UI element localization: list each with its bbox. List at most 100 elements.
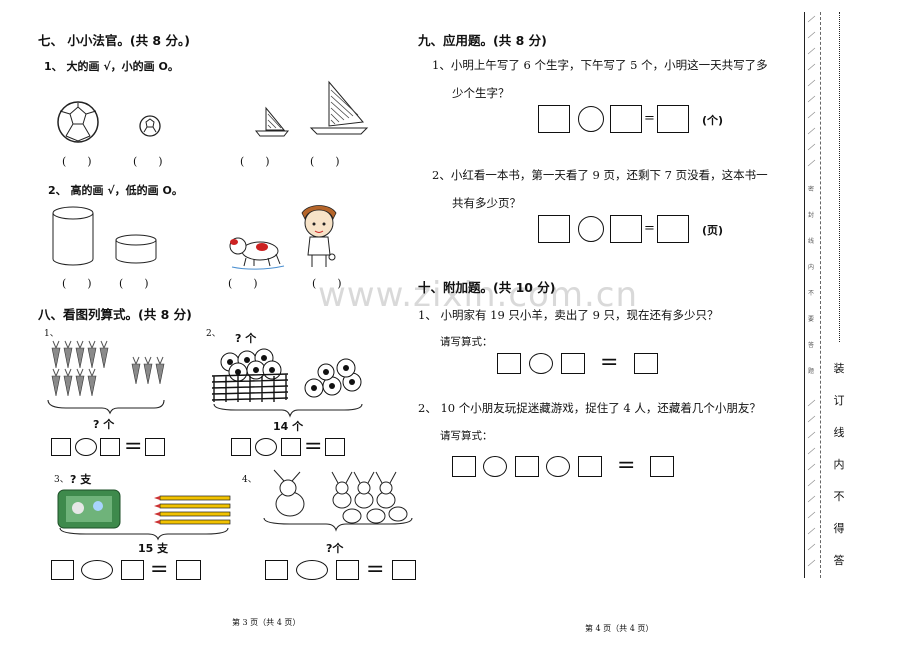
s8-q2-box-1[interactable] — [231, 438, 251, 456]
answer-paren-4[interactable]: ( ) — [310, 155, 340, 168]
answer-paren-6[interactable]: ( ) — [119, 277, 149, 290]
s9-q1-line2: 少个生字？ — [452, 86, 510, 100]
s8-q3-box-3[interactable] — [176, 560, 201, 580]
binding-small-char-7: 答 — [807, 342, 814, 349]
balls-basket-image — [211, 348, 363, 418]
s9-q2-operator-circle[interactable] — [578, 216, 604, 242]
s8-q2-number: 2、 — [206, 329, 221, 339]
s10-q2-operator-circle-2[interactable] — [546, 456, 570, 477]
s8-q1-operator-circle[interactable] — [75, 438, 97, 456]
dog-image — [229, 237, 285, 270]
s10-q2-operator-circle-1[interactable] — [483, 456, 507, 477]
section-7-title: 七、 小小法官。(共 8 分。) — [38, 33, 190, 48]
s8-q2-operator-circle[interactable] — [255, 438, 277, 456]
s10-q2-box-2[interactable] — [515, 456, 539, 477]
watermark: www.zixin.com.cn — [318, 275, 638, 315]
answer-paren-8[interactable]: ( ) — [312, 277, 342, 290]
s9-q2-unit: (页) — [702, 224, 724, 237]
binding-char-1: 装 — [833, 362, 845, 375]
page-footer-left: 第 3 页（共 4 页） — [232, 618, 301, 627]
s10-q2-box-3[interactable] — [578, 456, 602, 477]
s9-q2-box-2[interactable] — [610, 215, 642, 243]
section-9-title: 九、应用题。(共 8 分) — [418, 33, 547, 48]
binding-char-4: 内 — [833, 458, 845, 471]
s8-q1-equals: = — [124, 434, 143, 459]
binding-char-3: 线 — [833, 426, 845, 439]
s8-q4-box-3[interactable] — [392, 560, 416, 580]
s9-q1-box-2[interactable] — [610, 105, 642, 133]
s10-q1-text: 1、 小明家有 19 只小羊，卖出了 9 只，现在还有多少只？ — [418, 308, 719, 322]
s10-q2-text: 2、 10 个小朋友玩捉迷藏游戏，捉住了 4 人，还藏着几个小朋友？ — [418, 401, 761, 415]
big-boat-image — [309, 80, 369, 135]
girl-image — [301, 205, 337, 267]
answer-paren-2[interactable]: ( ) — [133, 155, 163, 168]
answer-paren-5[interactable]: ( ) — [62, 277, 92, 290]
binding-small-char-8: 题 — [807, 368, 814, 375]
answer-paren-3[interactable]: ( ) — [240, 155, 270, 168]
s10-q1-equals: = — [600, 350, 619, 375]
binding-line-left — [804, 12, 805, 578]
s8-q3-box-2[interactable] — [121, 560, 144, 580]
s8-q1-box-3[interactable] — [145, 438, 165, 456]
s10-q2-box-1[interactable] — [452, 456, 476, 477]
s9-q1-line1: 1、小明上午写了 6 个生字，下午写了 5 个，小明这一天共写了多 — [432, 58, 768, 72]
binding-slash-pattern — [807, 15, 816, 567]
binding-line-dotted — [839, 12, 840, 342]
s8-q2-unknown: ? 个 — [235, 332, 257, 345]
big-ball-image — [57, 101, 99, 143]
section-10-title: 十、附加题。(共 10 分) — [418, 280, 556, 295]
binding-small-char-6: 要 — [807, 316, 814, 323]
s8-q3-operator-circle[interactable] — [81, 560, 113, 580]
s8-q4-box-1[interactable] — [265, 560, 288, 580]
answer-paren-1[interactable]: ( ) — [62, 155, 92, 168]
s9-q2-box-1[interactable] — [538, 215, 570, 243]
s9-q2-equals: = — [644, 221, 655, 236]
answer-paren-7[interactable]: ( ) — [228, 277, 258, 290]
short-cylinder-image — [115, 234, 157, 264]
s9-q1-box-1[interactable] — [538, 105, 570, 133]
s10-q1-answer-box[interactable] — [634, 353, 658, 374]
s10-q2-answer-box[interactable] — [650, 456, 674, 477]
s10-q1-box-1[interactable] — [497, 353, 521, 374]
binding-char-2: 订 — [833, 394, 845, 407]
s8-q1-box-2[interactable] — [100, 438, 120, 456]
rabbits-image — [263, 469, 413, 532]
s9-q1-answer-box[interactable] — [657, 105, 689, 133]
s8-q2-box-3[interactable] — [325, 438, 345, 456]
section-8-title: 八、看图列算式。(共 8 分) — [38, 307, 192, 322]
s9-q2-line2: 共有多少页？ — [452, 196, 521, 210]
s8-q4-equals: = — [366, 557, 385, 582]
small-ball-image — [139, 115, 161, 137]
s9-q2-answer-box[interactable] — [657, 215, 689, 243]
s8-q4-operator-circle[interactable] — [296, 560, 328, 580]
s10-q2-prompt: 请写算式： — [440, 430, 493, 442]
binding-char-5: 不 — [833, 490, 845, 503]
s9-q2-line1: 2、小红看一本书，第一天看了 9 页，还剩下 7 页没看，这本书一 — [432, 168, 768, 182]
s8-q4-number: 4、 — [242, 475, 257, 485]
s8-q1-unknown: ? 个 — [93, 418, 115, 431]
binding-small-char-3: 线 — [807, 238, 814, 245]
pencil-case-and-pencils-image — [57, 489, 231, 541]
s8-q3-unknown: ? 支 — [70, 473, 92, 486]
s8-q4-box-2[interactable] — [336, 560, 359, 580]
s7-q1-text: 1、 大的画 √，小的画 O。 — [44, 60, 179, 73]
s8-q3-total: 15 支 — [138, 542, 169, 555]
s9-q1-operator-circle[interactable] — [578, 106, 604, 132]
s8-q1-box-1[interactable] — [51, 438, 71, 456]
s8-q2-total: 14 个 — [273, 420, 304, 433]
s10-q1-prompt: 请写算式： — [440, 336, 493, 348]
s10-q1-box-2[interactable] — [561, 353, 585, 374]
binding-char-7: 答 — [833, 554, 845, 567]
binding-char-6: 得 — [833, 522, 845, 535]
s8-q2-box-2[interactable] — [281, 438, 301, 456]
s9-q1-equals: = — [644, 111, 655, 126]
s10-q2-equals: = — [617, 453, 636, 478]
page-footer-right: 第 4 页（共 4 页） — [585, 624, 654, 633]
s10-q1-operator-circle[interactable] — [529, 353, 553, 374]
carrots-image — [47, 340, 165, 415]
s8-q3-box-1[interactable] — [51, 560, 74, 580]
s8-q2-equals: = — [304, 434, 323, 459]
binding-small-char-2: 封 — [807, 212, 814, 219]
s8-q3-number: 3、 — [54, 475, 69, 485]
s8-q4-unknown: ?个 — [326, 542, 344, 555]
